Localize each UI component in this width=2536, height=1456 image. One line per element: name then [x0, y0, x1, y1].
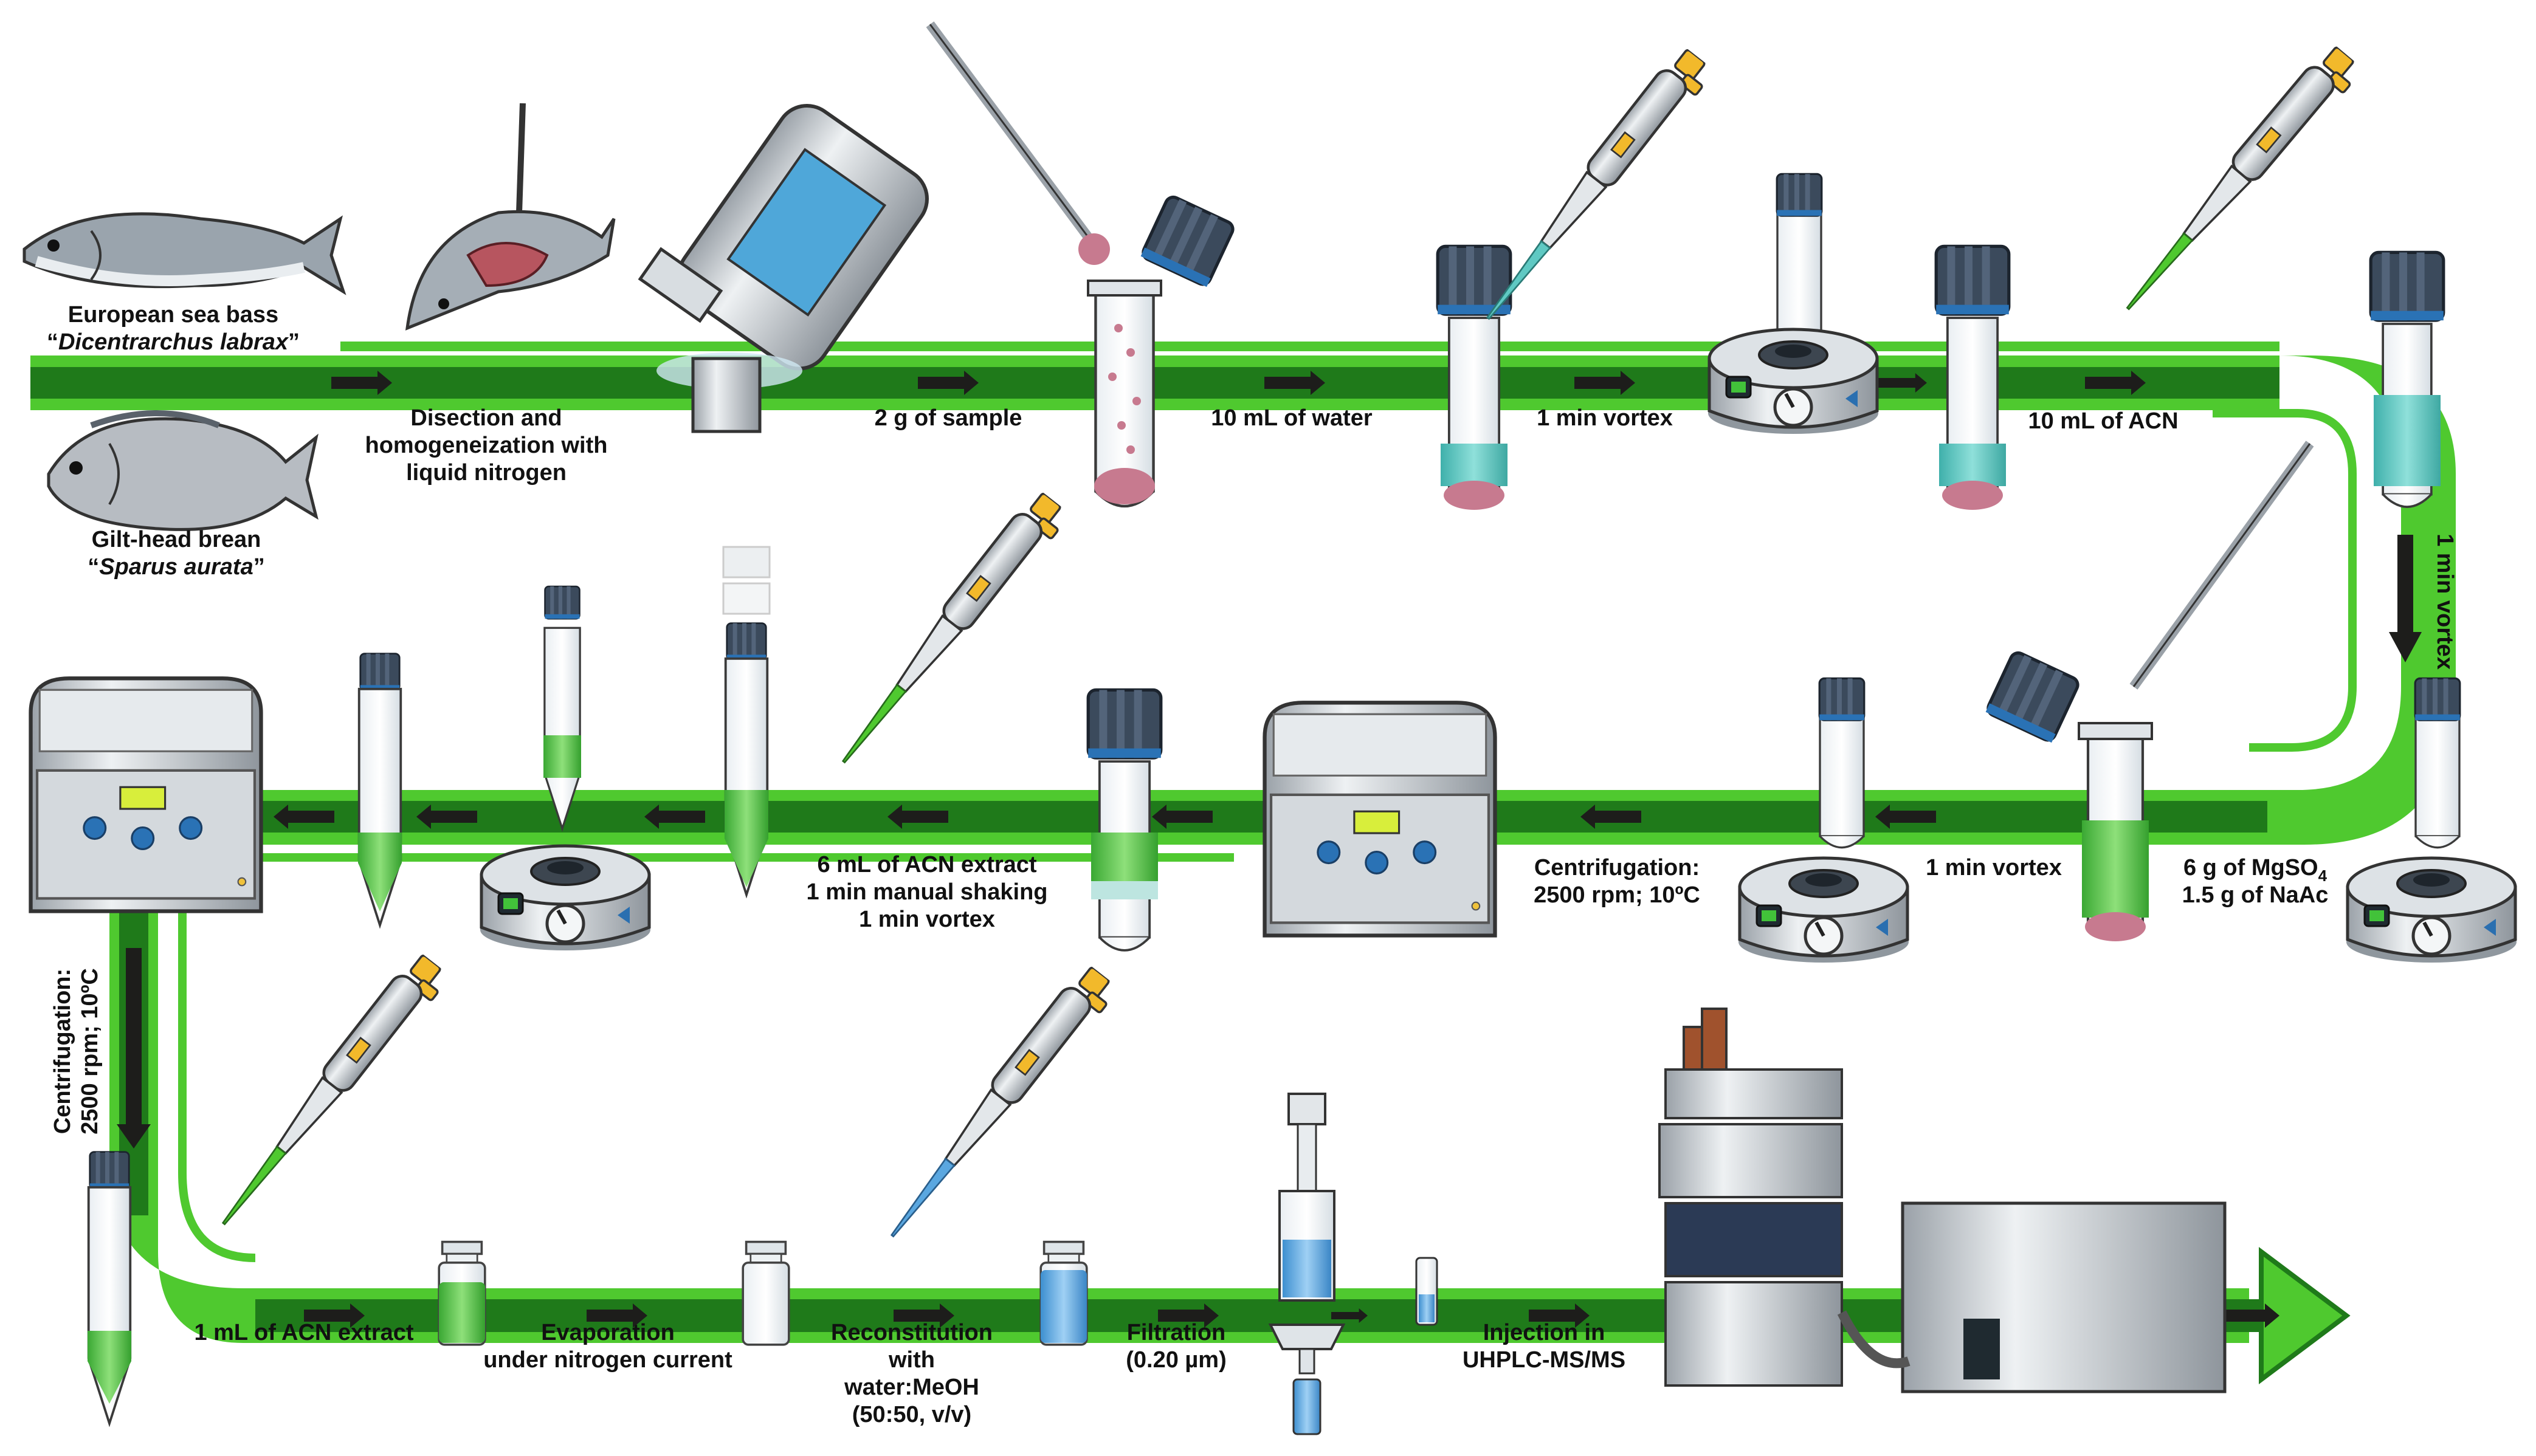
pipette [2115, 41, 2363, 325]
step-water: 10 mL of water [1211, 405, 1373, 431]
sea-bass-latin: “Dicentrarchus labrax” [47, 329, 300, 355]
step-injection-line2: UHPLC-MS/MS [1463, 1347, 1625, 1373]
step-centrifugation-2-line2: 2500 rpm; 10ºC [77, 968, 103, 1135]
gilthead-latin: “Sparus aurata” [88, 554, 264, 580]
step-sample: 2 g of sample [875, 405, 1022, 431]
labels: European sea bass “Dicentrarchus labrax”… [47, 302, 2458, 1427]
step-extract-line1: 6 mL of ACN extract [817, 852, 1036, 877]
step-centrifugation-1-line2: 2500 rpm; 10ºC [1534, 882, 1700, 908]
flow-arrows [117, 371, 2422, 1328]
vial-green [438, 1240, 486, 1346]
sea-bass-name: European sea bass [68, 302, 278, 328]
step-vortex-3: 1 min vortex [1926, 855, 2062, 881]
step-injection-line1: Injection in [1483, 1320, 1605, 1345]
step-salts-line2: 1.5 g of NaAc [2182, 882, 2329, 908]
step-acn-extract: 1 mL of ACN extract [194, 1320, 413, 1345]
gilthead-fish [47, 410, 319, 531]
final-conical-tube [87, 1150, 132, 1425]
centrifuge [1265, 702, 1495, 935]
autosampler-vial [1415, 1257, 1438, 1326]
conical-tube [357, 652, 402, 927]
vortex-mixer [1708, 174, 1878, 434]
step-reconstitution-line2: with [888, 1347, 935, 1373]
pipette [880, 962, 1120, 1252]
pipette [831, 488, 1071, 778]
step-centrifugation-1-line1: Centrifugation: [1534, 855, 1700, 881]
step-vortex-2: 1 min vortex [2432, 534, 2458, 670]
step-reconstitution-line4: (50:50, v/v) [852, 1402, 971, 1427]
flow-arrow-down [2389, 535, 2422, 662]
sea-bass-fish [22, 212, 346, 295]
step-reconstitution-line1: Reconstitution [831, 1320, 993, 1345]
step-extract-line2: 1 min manual shaking [807, 879, 1048, 905]
step-vortex-1: 1 min vortex [1537, 405, 1673, 431]
vial-blue [1039, 1240, 1088, 1346]
uhplc-ms-ms-instrument [1658, 1008, 2227, 1393]
vortex-mixer [480, 585, 650, 950]
step-acn: 10 mL of ACN [2028, 408, 2178, 434]
step-reconstitution-line3: water:MeOH [844, 1375, 979, 1400]
flow-arrow-down [117, 948, 151, 1149]
step-dissection-line2: homogeneization with [365, 433, 608, 458]
tube-with-water [1438, 246, 1511, 510]
step-evaporation-line2: under nitrogen current [483, 1347, 732, 1373]
syringe-filter [1268, 1093, 1346, 1435]
conical-tube [722, 546, 771, 896]
gilthead-name: Gilt-head brean [92, 527, 261, 552]
step-evaporation-line1: Evaporation [541, 1320, 675, 1345]
step-dissection-line3: liquid nitrogen [406, 460, 567, 486]
sample-tube-with-spatula [926, 21, 1235, 506]
centrifuge [31, 678, 261, 911]
tube-with-extract [1088, 690, 1161, 950]
step-centrifugation-2-line1: Centrifugation: [50, 969, 75, 1134]
tube-with-acn [2371, 252, 2444, 507]
step-filtration-line1: Filtration [1127, 1320, 1226, 1345]
step-filtration-line2: (0.20 µm) [1126, 1347, 1227, 1373]
pipette [211, 950, 451, 1240]
step-extract-line3: 1 min vortex [859, 907, 995, 932]
step-dissection-line1: Disection and [410, 405, 562, 431]
vial-empty [742, 1240, 790, 1346]
step-salts-line1: 6 g of MgSO4 [2183, 855, 2328, 885]
pipette [1475, 44, 1715, 335]
liquid-nitrogen-dewar [638, 104, 929, 433]
tube-after-vortex [1936, 246, 2009, 510]
dissected-fish-with-probe [405, 103, 616, 331]
tube-with-salts [1986, 441, 2314, 941]
